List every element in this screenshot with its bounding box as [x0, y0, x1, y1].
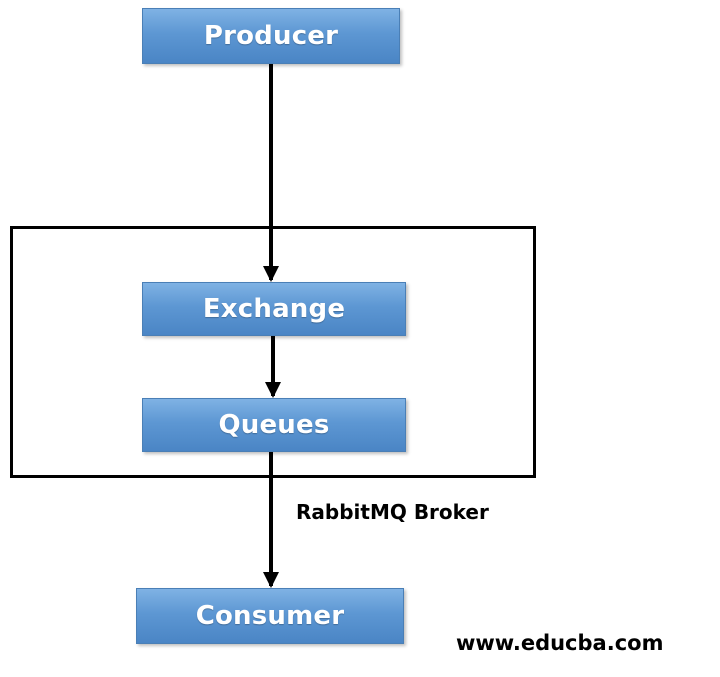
broker-label: RabbitMQ Broker — [296, 500, 489, 524]
arrowhead-consumer — [263, 572, 279, 588]
rabbitmq-broker-box — [10, 226, 536, 478]
exchange-node: Exchange — [142, 282, 406, 336]
consumer-node: Consumer — [136, 588, 404, 644]
watermark-text: www.educba.com — [456, 631, 664, 655]
queues-node: Queues — [142, 398, 406, 452]
producer-node: Producer — [142, 8, 400, 64]
